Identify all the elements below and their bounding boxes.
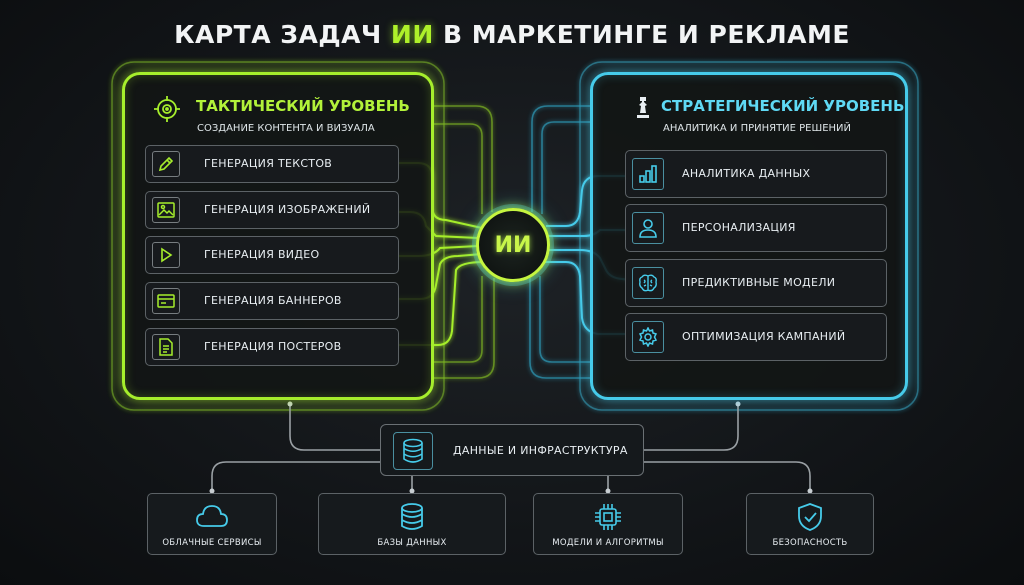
strategic-item-analytics[interactable]: АНАЛИТИКА ДАННЫХ [625, 150, 887, 198]
user-icon [639, 219, 657, 238]
cloud-icon [196, 505, 228, 527]
database-icon [401, 503, 423, 530]
bottom-card-cloud[interactable]: ОБЛАЧНЫЕ СЕРВИСЫ [147, 493, 277, 555]
bottom-card-label: МОДЕЛИ И АЛГОРИТМЫ [552, 538, 664, 548]
tactical-item-label: ГЕНЕРАЦИЯ ВИДЕО [204, 248, 320, 261]
play-icon [161, 247, 173, 263]
tactical-item-label: ГЕНЕРАЦИЯ ТЕКСТОВ [204, 157, 333, 170]
bottom-card-label: ОБЛАЧНЫЕ СЕРВИСЫ [162, 538, 262, 548]
banner-icon [157, 294, 175, 308]
tactical-item-images[interactable]: ГЕНЕРАЦИЯ ИЗОБРАЖЕНИЙ [145, 191, 399, 229]
tactical-title: ТАКТИЧЕСКИЙ УРОВЕНЬ [196, 97, 410, 115]
database-icon [403, 438, 423, 463]
tactical-item-video[interactable]: ГЕНЕРАЦИЯ ВИДЕО [145, 236, 399, 274]
bottom-card-label: БАЗЫ ДАННЫХ [377, 538, 447, 548]
bottom-card-databases[interactable]: БАЗЫ ДАННЫХ [318, 493, 506, 555]
gear-icon [638, 327, 658, 347]
tactical-level-panel: ТАКТИЧЕСКИЙ УРОВЕНЬ СОЗДАНИЕ КОНТЕНТА И … [122, 72, 434, 400]
strategic-item-label: ОПТИМИЗАЦИЯ КАМПАНИЙ [682, 330, 846, 343]
strategic-item-personalization[interactable]: ПЕРСОНАЛИЗАЦИЯ [625, 204, 887, 252]
brain-icon [639, 274, 657, 292]
chess-piece-icon [637, 97, 649, 118]
strategic-item-label: ПРЕДИКТИВНЫЕ МОДЕЛИ [682, 276, 836, 289]
target-icon [154, 96, 180, 122]
bottom-card-models[interactable]: МОДЕЛИ И АЛГОРИТМЫ [533, 493, 683, 555]
infrastructure-label: ДАННЫЕ И ИНФРАСТРУКТУРА [453, 444, 628, 457]
pencil-icon [158, 156, 174, 172]
bar-chart-icon [639, 165, 657, 183]
ai-hub: ИИ [476, 208, 550, 282]
page-title: КАРТА ЗАДАЧ ИИ В МАРКЕТИНГЕ И РЕКЛАМЕ [174, 20, 850, 49]
bottom-card-label: БЕЗОПАСНОСТЬ [772, 538, 848, 548]
ai-hub-label: ИИ [494, 232, 532, 258]
strategic-item-optimization[interactable]: ОПТИМИЗАЦИЯ КАМПАНИЙ [625, 313, 887, 361]
tactical-item-banners[interactable]: ГЕНЕРАЦИЯ БАННЕРОВ [145, 282, 399, 320]
strategic-item-label: ПЕРСОНАЛИЗАЦИЯ [682, 221, 796, 234]
strategic-item-label: АНАЛИТИКА ДАННЫХ [682, 167, 811, 180]
bottom-card-security[interactable]: БЕЗОПАСНОСТЬ [746, 493, 874, 555]
strategic-item-predictive[interactable]: ПРЕДИКТИВНЫЕ МОДЕЛИ [625, 259, 887, 307]
strategic-title: СТРАТЕГИЧЕСКИЙ УРОВЕНЬ [661, 97, 905, 115]
chip-icon [595, 504, 621, 530]
strategic-level-panel: СТРАТЕГИЧЕСКИЙ УРОВЕНЬ АНАЛИТИКА И ПРИНЯ… [590, 72, 908, 400]
image-icon [157, 202, 175, 218]
strategic-subtitle: АНАЛИТИКА И ПРИНЯТИЕ РЕШЕНИЙ [663, 123, 851, 134]
document-icon [159, 338, 173, 356]
tactical-item-label: ГЕНЕРАЦИЯ БАННЕРОВ [204, 294, 342, 307]
shield-icon [798, 503, 822, 531]
tactical-item-label: ГЕНЕРАЦИЯ ПОСТЕРОВ [204, 340, 342, 353]
tactical-item-label: ГЕНЕРАЦИЯ ИЗОБРАЖЕНИЙ [204, 203, 371, 216]
tactical-item-posters[interactable]: ГЕНЕРАЦИЯ ПОСТЕРОВ [145, 328, 399, 366]
data-infrastructure-box[interactable]: ДАННЫЕ И ИНФРАСТРУКТУРА [380, 424, 644, 476]
tactical-subtitle: СОЗДАНИЕ КОНТЕНТА И ВИЗУАЛА [197, 123, 375, 134]
tactical-item-texts[interactable]: ГЕНЕРАЦИЯ ТЕКСТОВ [145, 145, 399, 183]
